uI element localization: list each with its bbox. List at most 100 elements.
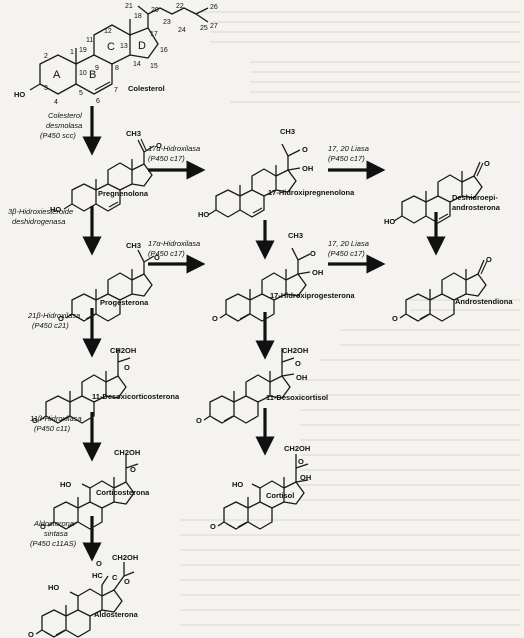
pregnenolone-ch3: CH3	[126, 129, 141, 138]
hydroxyprogesterone-o: O	[310, 249, 316, 258]
enzyme-lyase-mid-line2: (P450 c17)	[328, 249, 365, 258]
enzyme-21hydroxylase-line1: 21β-Hidroxilasa	[27, 311, 80, 320]
svg-text:16: 16	[160, 47, 168, 54]
label-desoxicortisol: 11-Desoxicortisol	[266, 393, 328, 402]
progesterone-ch3: CH3	[126, 241, 141, 250]
progesterone-o3: O	[58, 314, 64, 323]
enzyme-3bhsd-line2: deshidrogenasa	[12, 217, 65, 226]
dhea-o: O	[484, 159, 490, 168]
svg-text:5: 5	[79, 90, 83, 97]
enzyme-lyase-top-line2: (P450 c17)	[328, 154, 365, 163]
svg-text:8: 8	[115, 65, 119, 72]
dhea-structure	[393, 161, 484, 224]
svg-text:25: 25	[200, 25, 208, 32]
cortisol-structure	[217, 454, 309, 530]
svg-text:22: 22	[176, 3, 184, 10]
ring-label-d: D	[138, 40, 146, 52]
enzyme-lyase-mid-line1: 17, 20 Liasa	[328, 239, 369, 248]
deoxycortisol-oh: OH	[296, 373, 307, 382]
svg-text:21: 21	[125, 3, 133, 10]
hydroxyprogesterone-structure	[219, 247, 311, 322]
hydroxypregnenolone-o: O	[302, 145, 308, 154]
svg-text:20: 20	[151, 7, 159, 14]
corticosterone-o3: O	[40, 522, 46, 531]
svg-text:27: 27	[210, 23, 218, 30]
deoxycortisol-o: O	[295, 359, 301, 368]
svg-text:15: 15	[150, 63, 158, 70]
hydroxypregnenolone-structure	[207, 143, 301, 218]
deoxycorticosterone-o: O	[124, 363, 130, 372]
progesterone-structure	[65, 249, 155, 322]
ring-label-a: A	[53, 69, 61, 81]
aldosterone-o-top: O	[96, 559, 102, 568]
cholesterol-structure	[29, 5, 209, 95]
cortisol-ch2oh: CH2OH	[284, 444, 310, 453]
deoxycortisol-ch2oh: CH2OH	[282, 346, 308, 355]
deoxycorticosterone-o3: O	[32, 416, 38, 425]
aldosterone-hc: HC	[92, 571, 103, 580]
pregnenolone-ho: HO	[50, 205, 61, 214]
enzyme-desmolasa-line2: desmolasa	[46, 121, 82, 130]
label-hidroxipregnenolona: 17-Hidroxipregnenolona	[268, 188, 355, 197]
svg-text:19: 19	[79, 47, 87, 54]
cholesterol-ho: HO	[14, 90, 25, 99]
svg-text:7: 7	[114, 87, 118, 94]
label-androstendiona: Androstendiona	[455, 297, 513, 306]
enzyme-17hydroxylase-mid-line2: (P450 c17)	[148, 249, 185, 258]
aldosterone-o3: O	[28, 630, 34, 638]
hydroxypregnenolone-ch3: CH3	[280, 127, 295, 136]
corticosterone-ch2oh: CH2OH	[114, 448, 140, 457]
corticosterone-ho11: HO	[60, 480, 71, 489]
deoxycortisol-o3: O	[196, 416, 202, 425]
ring-label-b: B	[89, 69, 96, 81]
deoxycortisol-structure	[203, 348, 295, 424]
androstenedione-o3: O	[392, 314, 398, 323]
aldosterone-o: O	[124, 577, 130, 586]
background-text	[180, 11, 520, 626]
pregnenolone-structure	[63, 138, 155, 212]
svg-text:11: 11	[86, 37, 93, 44]
cortisol-o3: O	[210, 522, 216, 531]
ring-label-c: C	[107, 41, 115, 53]
svg-text:9: 9	[95, 65, 99, 72]
svg-text:4: 4	[54, 99, 58, 106]
svg-text:12: 12	[104, 28, 112, 35]
androstenedione-structure	[399, 259, 488, 322]
svg-text:6: 6	[96, 98, 100, 105]
svg-text:13: 13	[120, 43, 128, 50]
label-hidroxiprogesterona: 17-Hidroxiprogesterona	[270, 291, 355, 300]
progesterone-o: O	[154, 253, 160, 262]
corticosterone-o: O	[130, 465, 136, 474]
hydroxypregnenolone-ho: HO	[198, 210, 209, 219]
deoxycorticosterone-ch2oh: CH2OH	[110, 346, 136, 355]
cortisol-oh17: OH	[300, 473, 311, 482]
enzyme-desmolasa-line3: (P450 scc)	[40, 131, 76, 140]
label-colesterol: Colesterol	[128, 84, 165, 93]
label-desoxicorticosterona: 11-Desoxicorticosterona	[92, 392, 180, 401]
label-progesterona: Progesterona	[100, 298, 149, 307]
enzyme-aldosynthase-line2: sintasa	[44, 529, 68, 538]
enzyme-17hydroxylase-top-line1: 17α-Hidroxilasa	[148, 144, 200, 153]
deoxycorticosterone-structure	[39, 348, 131, 424]
enzyme-11hydroxylase-line2: (P450 c11)	[34, 424, 71, 433]
aldosterone-ch2oh: CH2OH	[112, 553, 138, 562]
corticosterone-structure	[47, 454, 139, 530]
enzyme-3bhsd-line1: 3β-Hidroxiesteroide	[8, 207, 73, 216]
svg-text:23: 23	[163, 19, 171, 26]
svg-text:10: 10	[79, 70, 87, 77]
aldosterone-c: C	[112, 573, 118, 582]
aldosterone-structure	[35, 562, 135, 638]
svg-text:24: 24	[178, 27, 186, 34]
pregnenolone-o: O	[156, 141, 162, 150]
dhea-ho: HO	[384, 217, 395, 226]
enzyme-aldosynthase-line3: (P450 c11AS)	[30, 539, 77, 548]
hydroxyprogesterone-oh: OH	[312, 268, 323, 277]
enzyme-desmolasa-line1: Colesterol	[48, 111, 82, 120]
label-deshidroepiandrosterona-line2: androsterona	[452, 203, 501, 212]
svg-text:26: 26	[210, 4, 218, 11]
androstenedione-o17: O	[486, 255, 492, 264]
label-cortisol: Cortisol	[266, 491, 294, 500]
label-aldosterona: Aldosterona	[94, 610, 139, 619]
